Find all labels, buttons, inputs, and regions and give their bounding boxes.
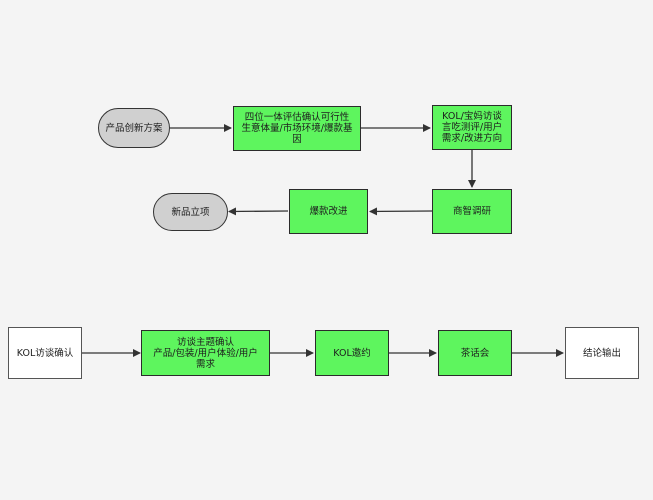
node-hit-product-improvement[interactable]: 爆款改进 <box>289 189 368 234</box>
node-business-research[interactable]: 商智调研 <box>432 189 512 234</box>
node-product-innovation[interactable]: 产品创新方案 <box>98 108 170 148</box>
node-interview-topic-confirm[interactable]: 访谈主题确认 产品/包装/用户体验/用户 需求 <box>141 330 270 376</box>
node-tea-party[interactable]: 茶话会 <box>438 330 512 376</box>
node-kol-interview-confirm[interactable]: KOL访谈确认 <box>8 327 82 379</box>
node-kol-invitation[interactable]: KOL邀约 <box>315 330 389 376</box>
node-kol-reviews[interactable]: KOL/宝妈访谈 言吃测评/用户 需求/改进方向 <box>432 105 512 150</box>
node-new-product-launch[interactable]: 新品立项 <box>153 193 228 231</box>
arrow-research-to-improve <box>369 207 433 216</box>
node-conclusion-output[interactable]: 结论输出 <box>565 327 639 379</box>
arrow-improve-to-new-product <box>228 207 289 216</box>
node-four-in-one-assessment[interactable]: 四位一体评估确认可行性 生意体量/市场环境/爆款基因 <box>233 106 361 151</box>
